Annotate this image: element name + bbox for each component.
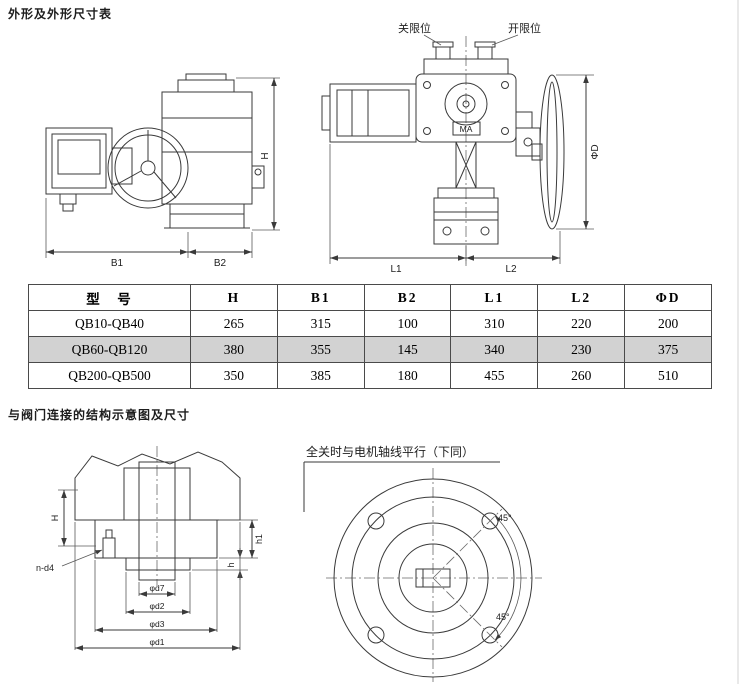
flange-circles <box>333 478 533 678</box>
cell-value: 375 <box>624 336 712 363</box>
dim-b1-b2: B1 B2 <box>45 198 253 269</box>
dim-label-b1: B1 <box>111 258 124 269</box>
dim-label-section-H: H <box>50 515 60 522</box>
cell-value: 220 <box>537 310 626 337</box>
dim-label-d2: φd2 <box>150 601 165 611</box>
cell-value: 200 <box>624 310 712 337</box>
col-header-l1: L1 <box>450 284 539 311</box>
handwheel-edge-icon <box>531 74 565 230</box>
dim-label-b2: B2 <box>214 258 227 269</box>
dim-label-d3: φd3 <box>150 619 165 629</box>
cell-model: QB10-QB40 <box>28 310 191 337</box>
cell-value: 230 <box>537 336 626 363</box>
cell-value: 180 <box>363 362 452 389</box>
col-header-l2: L2 <box>537 284 626 311</box>
angle-label-upper: 45° <box>498 513 512 523</box>
cell-value: 340 <box>450 336 539 363</box>
col-header-b2: B2 <box>363 284 452 311</box>
cell-value: 350 <box>190 362 278 389</box>
dim-label-phid: ΦD <box>590 144 601 159</box>
table-row: QB200-QB500 350 385 180 455 260 510 <box>28 362 712 389</box>
dim-h: H <box>236 77 280 231</box>
cell-value: 455 <box>450 362 539 389</box>
section-title-outline: 外形及外形尺寸表 <box>8 7 113 21</box>
dim-label-d7: φd7 <box>150 583 165 593</box>
table-row: QB10-QB40 265 315 100 310 220 200 <box>28 310 712 337</box>
close-limit-label: 关限位 <box>398 21 431 35</box>
open-limit-label: 开限位 <box>508 21 541 35</box>
cell-value: 310 <box>450 310 539 337</box>
dim-h1: h1 <box>219 519 264 559</box>
dim-label-l2: L2 <box>505 264 517 275</box>
section-drawing <box>74 446 241 586</box>
table-row: QB60-QB120 380 355 145 340 230 375 <box>28 336 712 363</box>
cell-value: 100 <box>363 310 452 337</box>
dim-label-h: H <box>260 152 271 159</box>
dim-label-d1: φd1 <box>150 637 165 647</box>
ma-mark-label: MA <box>460 124 473 134</box>
dim-label-n-d4: n-d4 <box>36 563 54 573</box>
cell-value: 265 <box>190 310 278 337</box>
dim-label-l1: L1 <box>390 264 402 275</box>
dim-phid: ΦD <box>556 74 601 230</box>
cell-value: 145 <box>363 336 452 363</box>
col-header-phid: ΦD <box>624 284 712 311</box>
col-header-b1: B1 <box>276 284 365 311</box>
cell-value: 355 <box>276 336 365 363</box>
dim-label-h1: h1 <box>254 534 264 544</box>
angle-annotations: 45° 45° <box>432 508 522 648</box>
handwheel-icon <box>107 127 189 209</box>
connection-drawings: H n-d4 h1 h <box>36 444 542 682</box>
angle-label-lower: 45° <box>496 612 510 622</box>
front-view-drawing <box>321 34 565 266</box>
cell-value: 380 <box>190 336 278 363</box>
col-header-h: H <box>190 284 278 311</box>
dim-diameters: φd7 φd2 φd3 φd1 <box>74 522 241 651</box>
outline-drawings: H B1 B2 <box>45 21 601 275</box>
flange-drawing: 全关时与电机轴线平行（下同） <box>303 444 542 682</box>
dim-label-h: h <box>226 562 236 567</box>
cell-value: 385 <box>276 362 365 389</box>
cell-model: QB200-QB500 <box>28 362 191 389</box>
dim-n-d4: n-d4 <box>36 549 103 573</box>
cell-value: 510 <box>624 362 712 389</box>
table-header-row: 型 号 H B1 B2 L1 L2 ΦD <box>28 284 712 311</box>
col-header-model: 型 号 <box>28 284 191 311</box>
dim-l1-l2: L1 L2 <box>329 144 561 275</box>
flange-note: 全关时与电机轴线平行（下同） <box>306 444 474 459</box>
cell-model: QB60-QB120 <box>28 336 191 363</box>
dim-section-H: H <box>50 489 96 547</box>
cell-value: 260 <box>537 362 626 389</box>
section-title-connection: 与阀门连接的结构示意图及尺寸 <box>8 408 191 422</box>
cell-value: 315 <box>276 310 365 337</box>
dimension-table: 型 号 H B1 B2 L1 L2 ΦD QB10-QB40 265 315 1… <box>28 284 712 389</box>
side-view-drawing <box>45 73 265 229</box>
